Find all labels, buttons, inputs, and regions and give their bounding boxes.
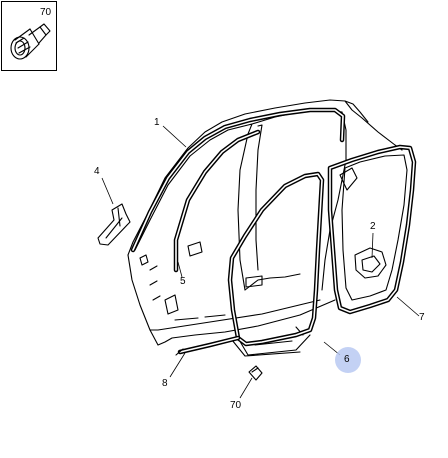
callout-leader-lines xyxy=(101,125,420,399)
callout-5: 5 xyxy=(180,276,186,287)
rear-door-weatherstrip xyxy=(327,144,417,315)
inset-callout-70: 70 xyxy=(40,7,52,18)
selected-callout-highlight[interactable] xyxy=(335,347,361,373)
callout-4: 4 xyxy=(94,166,100,177)
body-side-panel xyxy=(127,99,403,357)
rear-door-opening-weatherstrip xyxy=(227,171,325,347)
pillar-seal-strip xyxy=(173,129,261,273)
door-sill-strip xyxy=(175,335,241,356)
retaining-clip xyxy=(248,365,263,381)
push-clip-icon xyxy=(10,23,51,60)
callout-6[interactable]: 6 xyxy=(344,354,350,365)
callout-1: 1 xyxy=(154,117,160,128)
callout-70-bottom: 70 xyxy=(230,400,242,411)
clip-inset-box: 70 xyxy=(1,1,57,71)
front-door-weatherstrip xyxy=(130,107,346,253)
callout-7: 7 xyxy=(419,312,425,323)
callout-2: 2 xyxy=(370,221,376,232)
callout-8: 8 xyxy=(162,378,168,389)
door-check-bracket xyxy=(97,203,131,246)
